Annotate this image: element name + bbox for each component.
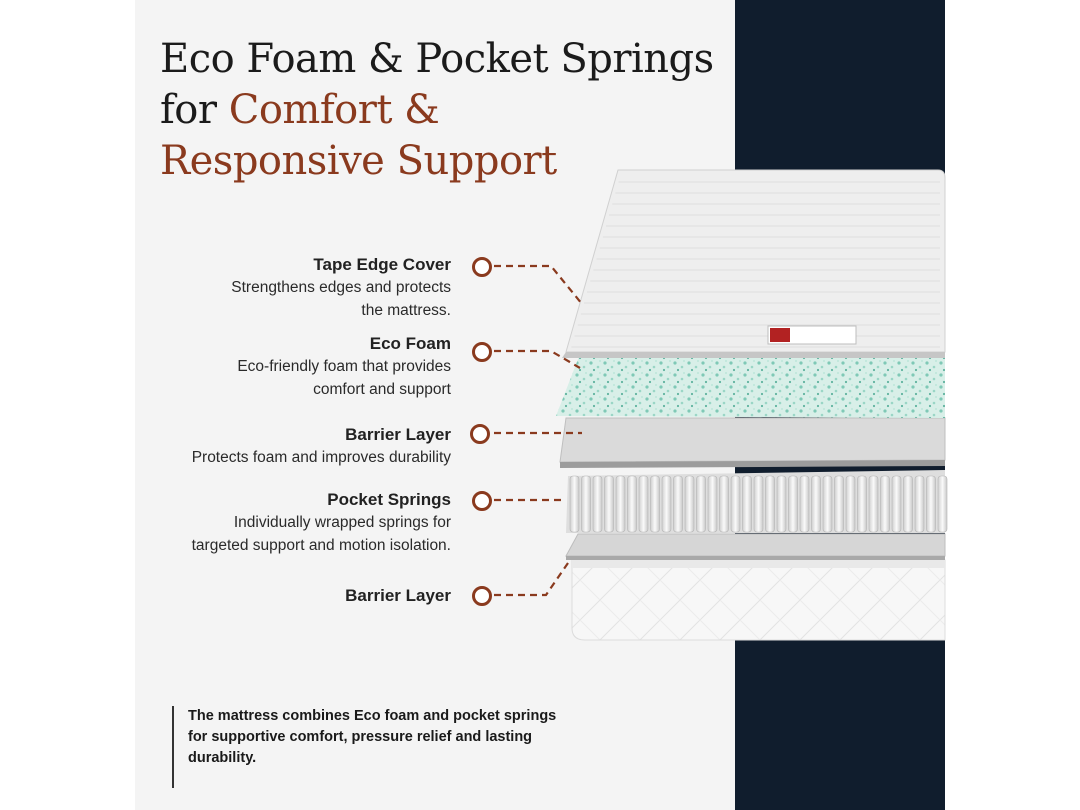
spring-coil xyxy=(592,475,603,533)
spring-coil xyxy=(880,475,890,533)
barrier-sheet xyxy=(559,417,946,468)
tag-logo xyxy=(770,328,790,342)
spring-coil xyxy=(903,475,913,533)
spring-coil xyxy=(661,475,672,533)
label-pocket-springs: Pocket Springs Individually wrapped spri… xyxy=(192,489,451,557)
label-description-line: comfort and support xyxy=(313,381,451,398)
label-barrier-layer-bottom: Barrier Layer xyxy=(345,585,451,607)
leader-dot-icon xyxy=(472,342,492,362)
label-eco-foam: Eco Foam Eco-friendly foam that provides… xyxy=(237,333,451,401)
spring-coil xyxy=(753,475,764,533)
spring-coil xyxy=(776,475,787,533)
label-description-line: Individually wrapped springs for xyxy=(233,514,451,531)
leader-lines xyxy=(494,264,583,597)
spring-coil xyxy=(845,475,856,533)
spring-coil xyxy=(811,475,821,533)
tape-edge-cover-layer xyxy=(562,169,946,358)
label-tape-edge-cover: Tape Edge Cover Strengthens edges and pr… xyxy=(231,254,451,322)
spring-coil xyxy=(569,475,580,533)
summary-note: The mattress combines Eco foam and pocke… xyxy=(172,706,568,788)
spring-coil xyxy=(914,475,925,533)
spring-coil xyxy=(707,475,718,533)
spring-coil xyxy=(638,475,649,533)
leader-dot-icon xyxy=(472,586,492,606)
title-line-2-prefix: for xyxy=(160,87,229,133)
spring-coil xyxy=(937,475,948,533)
title-line-3-accent: Responsive Support xyxy=(160,138,557,184)
spring-coil xyxy=(765,475,775,533)
leader-dot-icon xyxy=(472,491,492,511)
spring-coil xyxy=(788,475,798,533)
label-heading: Barrier Layer xyxy=(345,425,451,444)
title-line-1: Eco Foam & Pocket Springs xyxy=(160,36,714,82)
spring-coil xyxy=(857,475,867,533)
spring-coil xyxy=(926,475,936,533)
spring-coil xyxy=(822,475,833,533)
lower-barrier-sheet xyxy=(565,533,946,560)
spring-coil xyxy=(581,475,591,533)
eco-foam-layer xyxy=(556,354,945,418)
spring-coil xyxy=(834,475,844,533)
spring-coil xyxy=(742,475,752,533)
spring-coil xyxy=(673,475,683,533)
leader-dot-icon xyxy=(472,257,492,277)
spring-coil xyxy=(627,475,637,533)
spring-coil xyxy=(891,475,902,533)
label-heading: Eco Foam xyxy=(369,334,451,353)
label-description-line: Eco-friendly foam that provides xyxy=(237,358,451,375)
page-title: Eco Foam & Pocket Springs for Comfort & … xyxy=(160,34,730,187)
spring-coil xyxy=(730,475,741,533)
spring-coil xyxy=(868,475,879,533)
label-description-line: Protects foam and improves durability xyxy=(191,449,451,466)
label-description-line: targeted support and motion isolation. xyxy=(191,537,451,554)
label-description-line: the mattress. xyxy=(361,302,451,319)
label-description-line: Strengthens edges and protects xyxy=(231,279,451,296)
spring-coil xyxy=(799,475,810,533)
label-barrier-layer: Barrier Layer Protects foam and improves… xyxy=(192,424,451,469)
spring-coil xyxy=(684,475,695,533)
spring-coil xyxy=(615,475,626,533)
spring-coil xyxy=(650,475,660,533)
spring-coil xyxy=(696,475,706,533)
label-heading: Barrier Layer xyxy=(345,586,451,605)
pocket-springs-layer xyxy=(566,470,948,533)
spring-coil xyxy=(719,475,729,533)
label-heading: Tape Edge Cover xyxy=(313,255,451,274)
spring-coil xyxy=(604,475,614,533)
leader-dot-icon xyxy=(470,424,490,444)
base-layer xyxy=(571,559,946,641)
title-line-2-accent: Comfort & xyxy=(228,87,440,133)
label-heading: Pocket Springs xyxy=(327,490,451,509)
